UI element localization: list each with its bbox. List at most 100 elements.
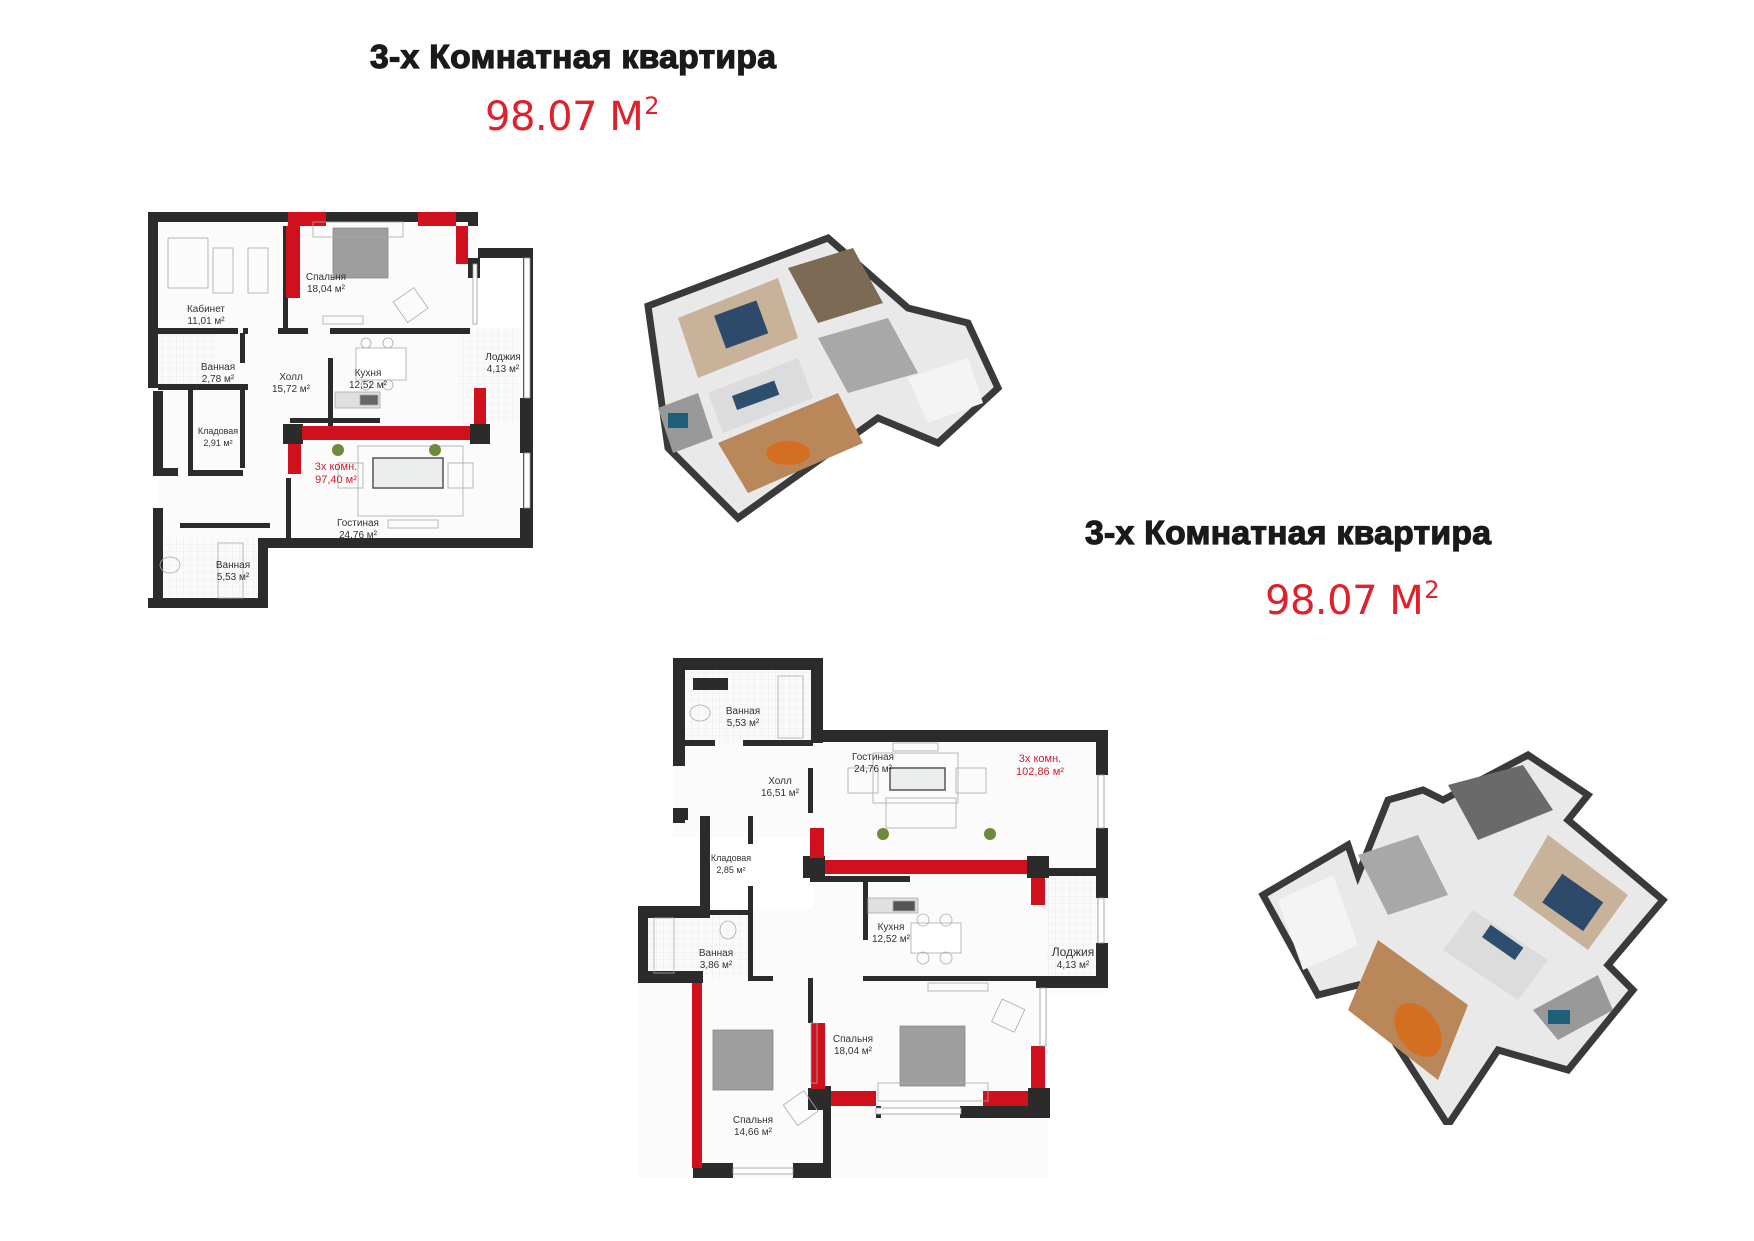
svg-text:4,13 м²: 4,13 м²	[1057, 960, 1090, 971]
svg-text:3х комн.: 3х комн.	[1019, 753, 1061, 765]
3d-render-1[interactable]	[638, 228, 1008, 533]
room-area: 24,76 м²	[854, 764, 893, 775]
svg-text:Лоджия: Лоджия	[485, 352, 520, 363]
svg-text:3,86 м²: 3,86 м²	[700, 960, 733, 971]
area-value: 98.07 М	[485, 94, 644, 140]
room-area: 2,78 м²	[202, 374, 235, 385]
svg-text:24,76 м²: 24,76 м²	[854, 764, 893, 775]
area-superscript: 2	[644, 92, 660, 120]
room-area: 18,04 м²	[834, 1046, 873, 1057]
room-area: 2,85 м²	[716, 865, 745, 875]
plant-icons	[332, 444, 441, 456]
area-superscript: 2	[1424, 576, 1440, 604]
svg-text:12,52 м²: 12,52 м²	[349, 380, 388, 391]
room-area: 5,53 м²	[217, 572, 250, 583]
svg-text:2,91 м²: 2,91 м²	[203, 438, 232, 448]
windows	[472, 257, 531, 509]
room-name: Спальня	[306, 272, 346, 283]
room-name: Кухня	[355, 368, 382, 379]
svg-text:16,51 м²: 16,51 м²	[761, 788, 800, 799]
room-name: Лоджия	[1052, 945, 1095, 959]
bathroom-2-tiles	[158, 538, 268, 603]
room-area: 11,01 м²	[187, 316, 225, 327]
room-area: 12,52 м²	[349, 380, 388, 391]
bathroom-1-tiles	[158, 328, 218, 388]
svg-text:Холл: Холл	[279, 372, 303, 383]
room-name: Лоджия	[485, 352, 520, 363]
room-area: 5,53 м²	[727, 718, 760, 729]
svg-text:Кухня: Кухня	[355, 368, 382, 379]
svg-text:5,53 м²: 5,53 м²	[217, 572, 250, 583]
room-area: 18,04 м²	[307, 284, 346, 295]
svg-text:Гостиная: Гостиная	[337, 518, 379, 529]
room-name: Ванная	[726, 706, 760, 717]
svg-text:11,01 м²: 11,01 м²	[187, 316, 225, 327]
loggia-tiles	[458, 328, 518, 423]
svg-text:Ванная: Ванная	[699, 948, 733, 959]
furniture	[653, 675, 1026, 1127]
svg-text:Ванная: Ванная	[201, 362, 235, 373]
room-name: Спальня	[733, 1115, 773, 1126]
total-label: 3х комн.	[1019, 753, 1061, 765]
room-name: Ванная	[699, 948, 733, 959]
room-area: 24,76 м²	[339, 530, 378, 541]
floor-plan-2[interactable]: Ванная 5,53 м² Гостиная 24,76 м² Холл 16…	[628, 658, 1113, 1183]
room-name: Гостиная	[852, 752, 894, 763]
svg-text:Гостиная: Гостиная	[852, 752, 894, 763]
room-name: Спальня	[833, 1034, 873, 1045]
svg-text:Спальня: Спальня	[306, 272, 346, 283]
room-name: Кладовая	[711, 853, 751, 863]
3d-apartment-render-icon	[644, 233, 1003, 523]
listing-2-title: 3-х Комнатная квартира	[1084, 513, 1492, 551]
svg-text:24,76 м²: 24,76 м²	[339, 530, 378, 541]
svg-text:5,53 м²: 5,53 м²	[727, 718, 760, 729]
room-name: Холл	[279, 372, 303, 383]
room-name: Кухня	[878, 922, 905, 933]
listing-1-area: 98.07 М2	[485, 92, 660, 140]
bathroom-2-tiles	[646, 911, 751, 978]
svg-text:102,86 м²: 102,86 м²	[1016, 766, 1064, 778]
3d-render-2[interactable]	[1248, 750, 1673, 1125]
total-label: 3х комн.	[315, 461, 357, 473]
svg-text:Кухня: Кухня	[878, 922, 905, 933]
svg-text:2,78 м²: 2,78 м²	[202, 374, 235, 385]
load-bearing-walls	[692, 828, 1045, 1168]
total-area: 102,86 м²	[1016, 766, 1064, 778]
svg-text:Ванная: Ванная	[726, 706, 760, 717]
room-area: 3,86 м²	[700, 960, 733, 971]
area-value: 98.07 М	[1265, 578, 1424, 624]
room-name: Кладовая	[198, 426, 238, 436]
svg-text:18,04 м²: 18,04 м²	[307, 284, 346, 295]
svg-text:2,85 м²: 2,85 м²	[716, 865, 745, 875]
windows	[732, 774, 1105, 1175]
svg-text:Спальня: Спальня	[733, 1115, 773, 1126]
svg-text:97,40 м²: 97,40 м²	[315, 474, 357, 486]
svg-text:3х комн.: 3х комн.	[315, 461, 357, 473]
room-area: 2,91 м²	[203, 438, 232, 448]
svg-text:Лоджия: Лоджия	[1052, 945, 1095, 959]
room-labels: Ванная 5,53 м² Гостиная 24,76 м² Холл 16…	[699, 706, 1094, 1138]
room-area: 4,13 м²	[487, 364, 520, 375]
floor-plan-1[interactable]: Кабинет 11,01 м² Спальня 18,04 м² Ванная…	[148, 208, 533, 608]
room-area: 14,66 м²	[734, 1127, 773, 1138]
room-name: Холл	[768, 776, 792, 787]
plant-icons	[877, 828, 996, 840]
load-bearing-walls	[286, 212, 486, 474]
listing-2-area: 98.07 М2	[1265, 576, 1440, 624]
svg-text:Кабинет: Кабинет	[187, 303, 225, 315]
svg-text:Кладовая: Кладовая	[198, 426, 238, 436]
svg-text:4,13 м²: 4,13 м²	[487, 364, 520, 375]
room-name: Ванная	[216, 560, 250, 571]
listing-1-title: 3-х Комнатная квартира	[369, 37, 777, 75]
svg-text:12,52 м²: 12,52 м²	[872, 934, 911, 945]
total-area: 97,40 м²	[315, 474, 357, 486]
svg-text:Холл: Холл	[768, 776, 792, 787]
room-name: Кабинет	[187, 303, 225, 315]
svg-text:Кладовая: Кладовая	[711, 853, 751, 863]
furniture	[159, 221, 474, 599]
loggia-tiles	[1046, 868, 1103, 978]
svg-text:18,04 м²: 18,04 м²	[834, 1046, 873, 1057]
room-area: 4,13 м²	[1057, 960, 1090, 971]
svg-text:Ванная: Ванная	[216, 560, 250, 571]
room-area: 15,72 м²	[272, 384, 311, 395]
